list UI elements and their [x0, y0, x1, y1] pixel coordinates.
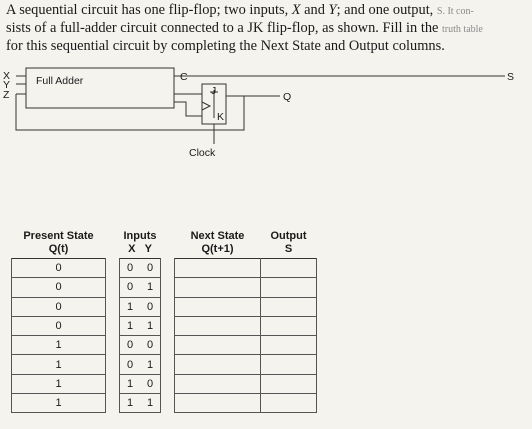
output-cell[interactable] [260, 393, 317, 414]
full-adder-label: Full Adder [36, 75, 84, 87]
next-state-cell[interactable] [174, 354, 261, 375]
problem-line-2: sists of a full-adder circuit connected … [6, 20, 483, 36]
next-state-cell[interactable] [174, 393, 261, 414]
clock-label: Clock [189, 147, 216, 159]
next-state-cell[interactable] [174, 373, 261, 395]
carry-c-label: C [180, 71, 188, 83]
output-cell[interactable] [260, 335, 317, 356]
next-state-cell[interactable] [174, 257, 261, 279]
ff-k-label: K [217, 111, 224, 123]
input-z-label: Z [3, 89, 10, 101]
carry-to-k-wire [174, 101, 202, 117]
output-cell[interactable] [260, 315, 317, 337]
clock-edge-symbol [201, 101, 212, 111]
problem-statement: A sequential circuit has one flip-flop; … [6, 2, 526, 55]
ff-j-label: J [211, 85, 216, 97]
input-wires [16, 75, 26, 95]
output-cell[interactable] [260, 296, 317, 317]
input-y-label: Y [3, 79, 10, 91]
ff-internal-mark [210, 90, 218, 118]
next-state-cell[interactable] [174, 315, 261, 337]
output-cell[interactable] [260, 257, 317, 279]
ff-q-label: Q [283, 91, 291, 103]
next-state-cell[interactable] [174, 277, 261, 298]
feedback-wire [15, 94, 245, 131]
problem-line-1: A sequential circuit has one flip-flop; … [6, 2, 474, 18]
full-adder-block [25, 67, 175, 109]
input-x-label: X [3, 70, 10, 82]
problem-line-3: for this sequential circuit by completin… [6, 38, 445, 54]
output-cell[interactable] [260, 354, 317, 375]
circuit-diagram: X Y Z Full Adder S C J K Q Clock [3, 67, 514, 159]
output-cell[interactable] [260, 373, 317, 395]
next-state-cell[interactable] [174, 335, 261, 356]
output-s-label: S [507, 71, 514, 83]
output-cell[interactable] [260, 277, 317, 298]
next-state-cell[interactable] [174, 296, 261, 317]
